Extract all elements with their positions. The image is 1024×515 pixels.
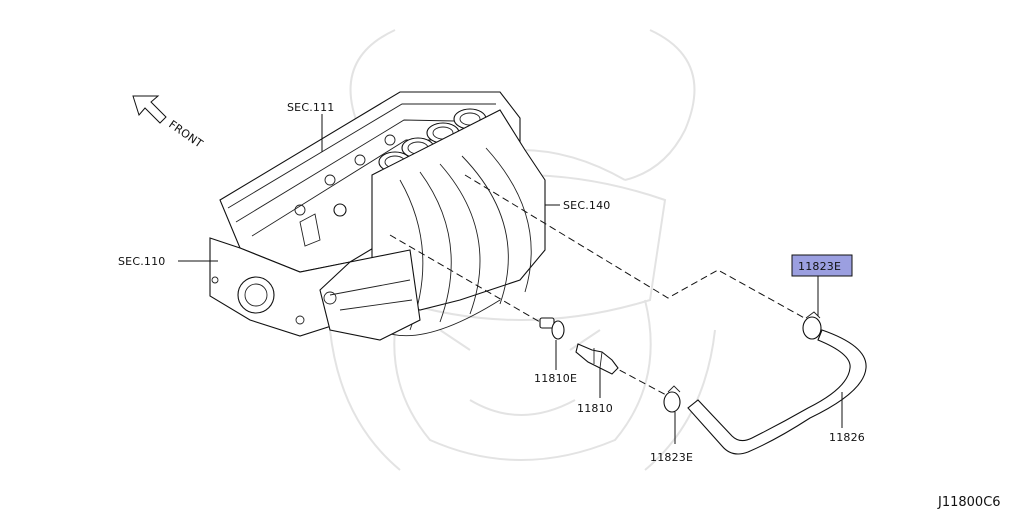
part-11823E-top [802,276,822,340]
sec111-label: SEC.111 [287,101,335,114]
front-indicator: FRONT [132,95,205,151]
routing-line-lower-left [389,234,541,323]
arrow-up-left-icon [132,95,167,124]
front-label: FRONT [166,118,205,151]
part-label-11823E-bottom: 11823E [650,451,693,464]
diagram-code: J11800C6 [937,495,1001,510]
highlighted-part-label-11823E[interactable]: 11823E [791,254,853,277]
part-11826-hose [687,329,867,455]
highlight-box [791,254,853,277]
part-11810 [575,343,619,398]
routing-line-top [464,174,809,321]
part-label-11810E: 11810E [534,372,577,385]
sec110-label: SEC.110 [118,255,166,268]
part-label-11810: 11810 [577,402,613,415]
part-11810E [539,317,565,370]
part-label-11826: 11826 [829,431,865,444]
sec140-label: SEC.140 [563,199,611,212]
part-11823E-bottom [663,385,681,444]
intake-manifold [319,108,546,341]
routing-line-lower-right [609,364,669,397]
part-label-11823E-top: 11823E [798,260,841,273]
